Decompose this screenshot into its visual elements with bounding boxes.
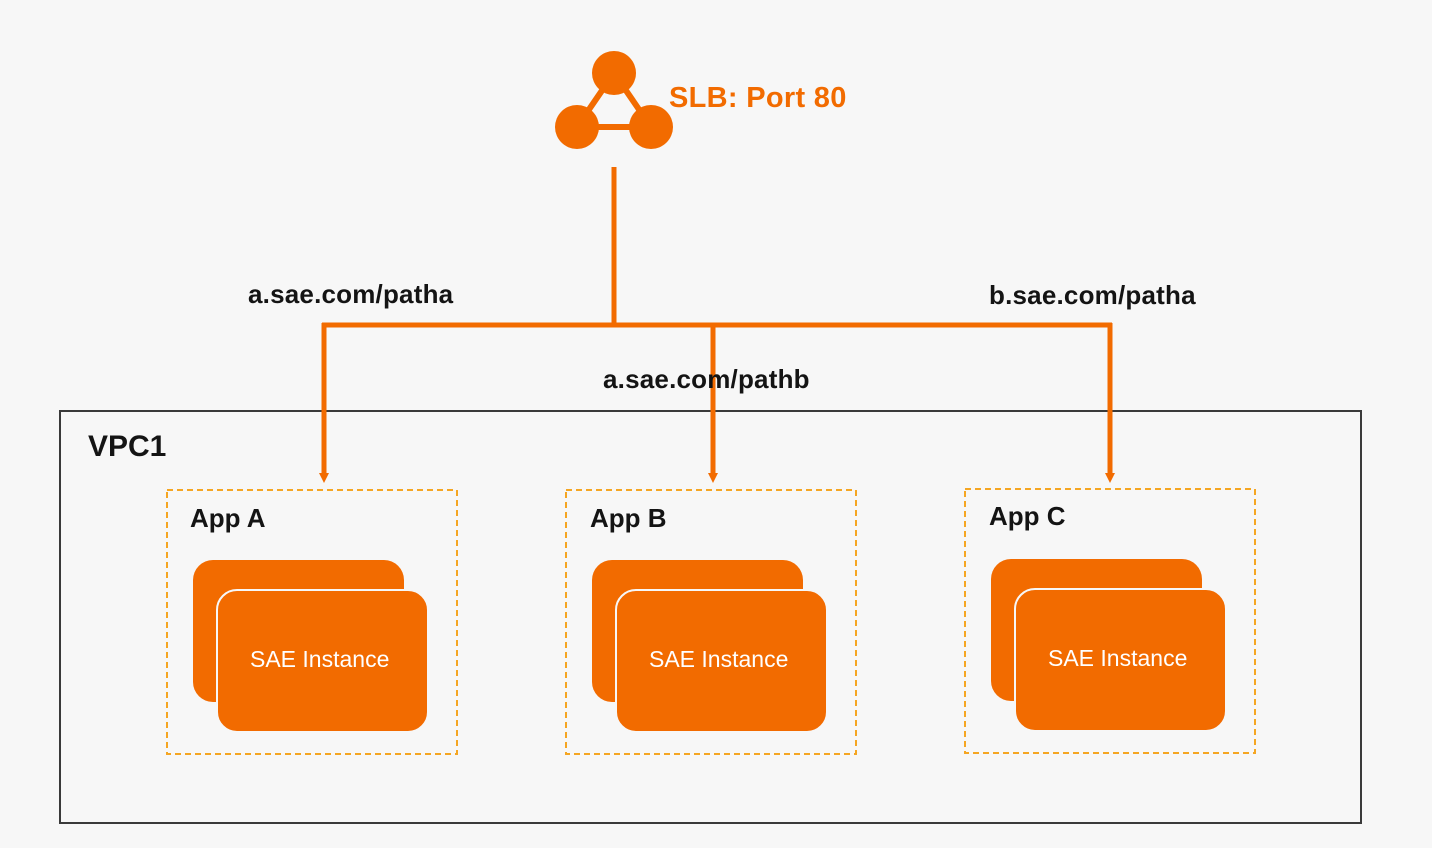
sae-instance-label-a: SAE Instance [250,646,390,672]
app-c-label: App C [989,501,1066,531]
app-c-container [964,488,1256,754]
sae-instance-stack-a [193,560,429,733]
load-balancer-icon [555,51,673,149]
app-a-container [166,489,458,755]
app-a-label: App A [190,503,266,533]
app-b-container [565,489,857,755]
route-label-app-a: a.sae.com/patha [248,279,454,309]
sae-instance-label-c: SAE Instance [1048,645,1188,671]
vpc-label: VPC1 [88,430,167,463]
slb-label: SLB: Port 80 [669,82,847,114]
sae-instance-stack-c [991,559,1227,732]
app-b-label: App B [590,503,667,533]
route-label-app-b: a.sae.com/pathb [603,364,810,394]
route-label-app-c: b.sae.com/patha [989,280,1196,310]
sae-instance-label-b: SAE Instance [649,646,789,672]
sae-instance-stack-b [592,560,828,733]
